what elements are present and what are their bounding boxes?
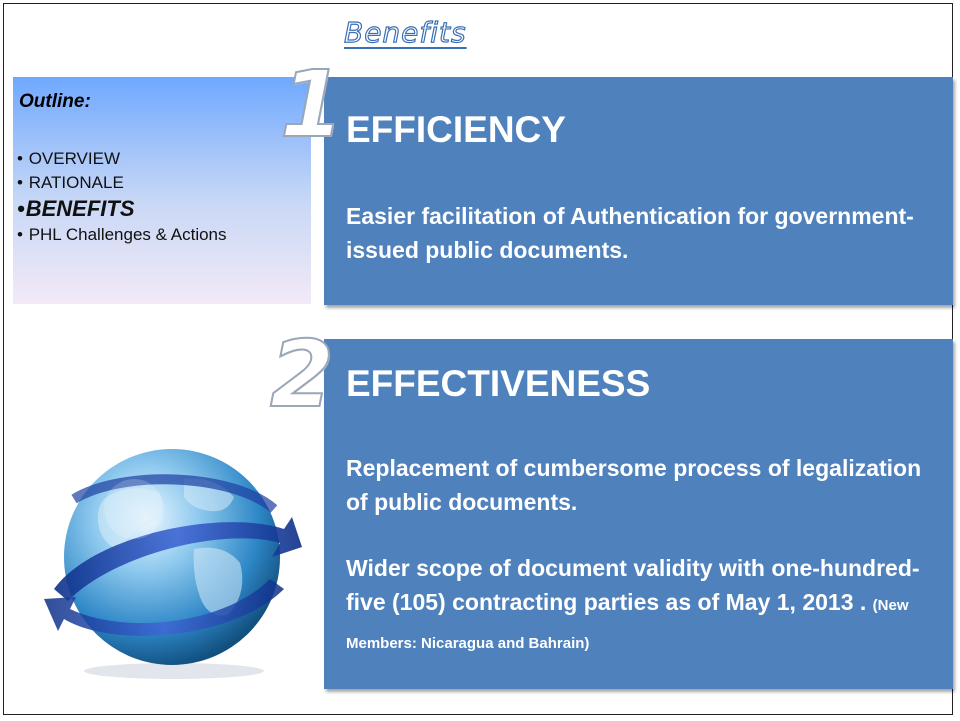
outline-item-benefits: •BENEFITS bbox=[17, 196, 135, 221]
outline-heading: Outline: bbox=[19, 91, 91, 112]
outline-box: Outline: • OVERVIEW • RATIONALE •BENEFIT… bbox=[13, 77, 311, 304]
efficiency-text: Easier facilitation of Authentication fo… bbox=[346, 203, 914, 263]
effectiveness-text-2: Wider scope of document validity with on… bbox=[346, 555, 920, 652]
outline-list: • OVERVIEW • RATIONALE •BENEFITS • PHL C… bbox=[17, 147, 311, 247]
benefit-panel-efficiency: EFFICIENCY Easier facilitation of Authen… bbox=[324, 77, 953, 305]
new-members-note: (New Members: Nicaragua and Bahrain) bbox=[346, 597, 909, 652]
outline-item-phl-challenges: • PHL Challenges & Actions bbox=[17, 225, 227, 244]
number-one-icon: 1 bbox=[279, 51, 345, 158]
outline-item-rationale: • RATIONALE bbox=[17, 173, 124, 192]
effectiveness-text-1: Replacement of cumbersome process of leg… bbox=[346, 455, 922, 515]
slide: Benefits Outline: • OVERVIEW • RATIONALE… bbox=[3, 3, 953, 715]
effectiveness-heading: EFFECTIVENESS bbox=[346, 363, 651, 404]
benefit-panel-effectiveness: EFFECTIVENESS Replacement of cumbersome … bbox=[324, 339, 953, 689]
slide-title: Benefits bbox=[343, 15, 467, 49]
outline-item-overview: • OVERVIEW bbox=[17, 149, 121, 168]
number-two-icon: 2 bbox=[269, 321, 335, 428]
efficiency-heading: EFFICIENCY bbox=[346, 109, 566, 150]
globe-arrows-icon bbox=[44, 449, 302, 679]
